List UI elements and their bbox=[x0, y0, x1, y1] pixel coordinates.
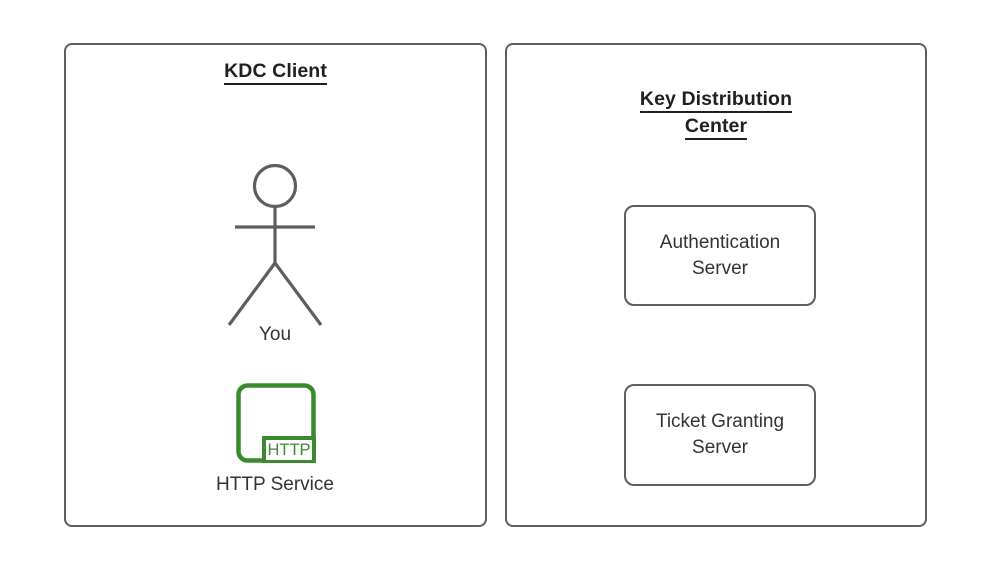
stick-figure-head-icon bbox=[252, 163, 298, 209]
ticket-granting-server-label: Ticket Granting Server bbox=[656, 409, 784, 461]
http-badge-box-icon bbox=[262, 436, 316, 463]
authentication-server-label-line-2: Server bbox=[692, 257, 748, 279]
authentication-server-label: Authentication Server bbox=[660, 230, 780, 282]
authentication-server-box[interactable]: Authentication Server bbox=[624, 205, 816, 306]
panel-kdc-client-title: KDC Client bbox=[64, 58, 487, 85]
actor-you-label: You bbox=[258, 324, 292, 345]
panel-kdc-title-line-2: Center bbox=[684, 115, 748, 140]
stick-figure-left-leg-icon bbox=[227, 262, 277, 326]
ticket-granting-server-box[interactable]: Ticket Granting Server bbox=[624, 384, 816, 486]
panel-key-distribution-center-title: Key Distribution Center bbox=[505, 86, 927, 140]
authentication-server-label-line-1: Authentication bbox=[659, 231, 781, 253]
stick-figure-right-leg-icon bbox=[273, 262, 323, 326]
stick-figure-icon bbox=[227, 163, 323, 326]
ticket-granting-server-label-line-2: Server bbox=[692, 437, 748, 458]
panel-kdc-title-row-1: Key Distribution bbox=[505, 86, 927, 113]
panel-kdc-title-line-1: Key Distribution bbox=[639, 88, 793, 113]
panel-kdc-title-row-2: Center bbox=[505, 113, 927, 140]
http-badge-label: HTTP bbox=[267, 441, 310, 459]
http-service-label: HTTP Service bbox=[216, 474, 334, 495]
http-service-icon: HTTP bbox=[236, 383, 316, 463]
ticket-granting-server-label-line-1: Ticket Granting bbox=[655, 411, 785, 432]
panel-kdc-client-title-line-1: KDC Client bbox=[224, 60, 327, 85]
